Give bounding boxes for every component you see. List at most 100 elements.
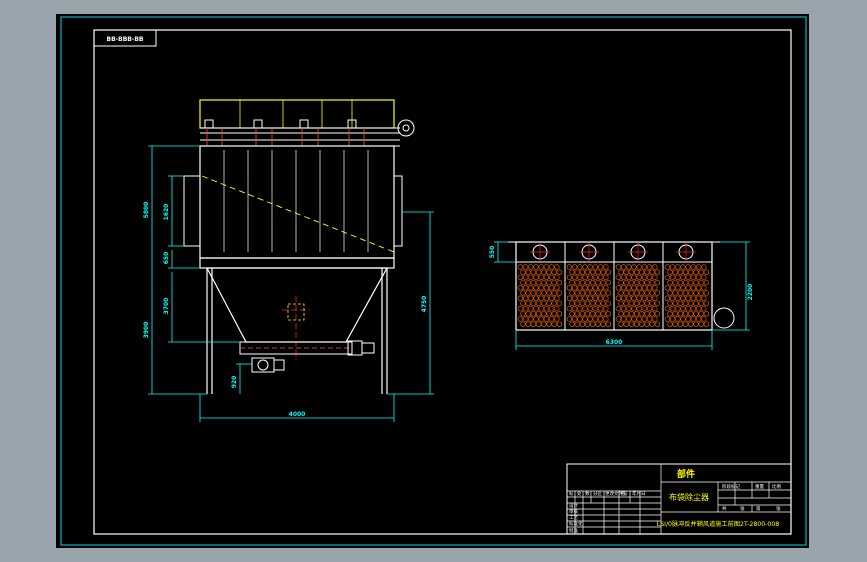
dim-inlet-height: 1620 bbox=[163, 204, 170, 221]
filter-bag bbox=[618, 279, 624, 286]
filter-bag bbox=[597, 274, 604, 281]
filter-bag bbox=[669, 285, 676, 291]
filter-bag bbox=[688, 279, 694, 286]
filter-bag bbox=[566, 274, 573, 281]
filter-bag bbox=[698, 300, 704, 307]
filter-bag bbox=[525, 311, 531, 317]
right-top-label-2: 比例 bbox=[772, 483, 781, 490]
filter-bag bbox=[528, 264, 534, 270]
filter-bag bbox=[600, 269, 606, 275]
filter-bag bbox=[546, 290, 552, 296]
inner-frame bbox=[93, 29, 792, 535]
filter-bag bbox=[554, 316, 560, 322]
filter-bag bbox=[554, 305, 560, 312]
filter-bag bbox=[584, 279, 591, 286]
filter-bag bbox=[695, 274, 702, 281]
filter-bag bbox=[520, 290, 526, 296]
col-header-4: 更改文件号 bbox=[605, 490, 628, 497]
filter-bag bbox=[600, 279, 606, 286]
filter-bag bbox=[703, 321, 710, 327]
filter-bag bbox=[695, 305, 702, 312]
fan-motor bbox=[397, 119, 415, 137]
filter-bag bbox=[646, 295, 653, 301]
filter-bag bbox=[618, 290, 624, 296]
dim-total-height: 5800 bbox=[143, 202, 150, 219]
filter-bag bbox=[672, 311, 678, 317]
right-top-label-0: 阶段标记 bbox=[722, 483, 740, 490]
dim-side-right-height: 2200 bbox=[747, 284, 754, 301]
filter-bag bbox=[597, 316, 604, 322]
filter-bag bbox=[646, 316, 653, 322]
filter-bag bbox=[682, 279, 689, 286]
filter-bag bbox=[672, 279, 678, 286]
filter-bag bbox=[695, 316, 702, 322]
filter-bag bbox=[517, 274, 524, 281]
filter-bag bbox=[631, 305, 637, 312]
filter-bag bbox=[620, 316, 627, 322]
filter-bag bbox=[533, 274, 539, 281]
filter-bag bbox=[690, 295, 697, 301]
row-label-3: 标准化 bbox=[569, 520, 583, 527]
filter-bag bbox=[685, 295, 691, 301]
filter-bag bbox=[571, 274, 578, 281]
part-title: 部件 bbox=[677, 468, 695, 480]
filter-bag bbox=[605, 321, 612, 327]
filter-bag bbox=[538, 274, 544, 281]
filter-bag bbox=[597, 295, 604, 301]
filter-bag bbox=[654, 321, 661, 327]
filter-bag bbox=[533, 316, 539, 322]
filter-bag bbox=[623, 300, 629, 307]
filter-bag bbox=[641, 274, 648, 281]
filter-bag bbox=[543, 316, 550, 322]
filter-bag bbox=[587, 295, 593, 301]
filter-bag bbox=[533, 305, 539, 312]
filter-bag bbox=[517, 305, 524, 312]
filter-bag bbox=[574, 311, 580, 317]
filter-bag bbox=[554, 285, 560, 291]
filter-bag bbox=[554, 264, 560, 270]
filter-bag bbox=[633, 300, 640, 307]
filter-bag bbox=[636, 295, 642, 301]
filter-bag bbox=[677, 311, 684, 317]
right-top-label-1: 重量 bbox=[755, 483, 764, 490]
filter-bag bbox=[644, 300, 650, 307]
dim-hopper-height: 3700 bbox=[163, 298, 170, 315]
filter-bag bbox=[592, 285, 599, 291]
filter-bag bbox=[649, 321, 655, 327]
filter-bag bbox=[556, 311, 563, 317]
filter-bag bbox=[556, 321, 563, 327]
filter-bag bbox=[701, 264, 707, 270]
filter-bag bbox=[626, 305, 632, 312]
filter-bag bbox=[548, 295, 555, 301]
filter-bag bbox=[615, 305, 622, 312]
filter-bag bbox=[543, 285, 550, 291]
filter-bag bbox=[522, 316, 529, 322]
filter-bag bbox=[551, 290, 557, 296]
filter-bag bbox=[615, 316, 622, 322]
filter-bag bbox=[579, 269, 586, 275]
filter-bag bbox=[582, 316, 588, 322]
filter-bag bbox=[556, 269, 563, 275]
filter-bag bbox=[600, 290, 606, 296]
filter-bag bbox=[595, 300, 601, 307]
filter-bag bbox=[631, 285, 637, 291]
filter-bag bbox=[597, 285, 604, 291]
filter-bag bbox=[543, 305, 550, 312]
filter-bag bbox=[556, 279, 563, 286]
filter-bag bbox=[592, 264, 599, 270]
filter-bag bbox=[546, 300, 552, 307]
filter-bag bbox=[584, 321, 591, 327]
filter-bag bbox=[525, 279, 531, 286]
filter-bag bbox=[649, 290, 655, 296]
right-bottom-label-2: 第 bbox=[756, 505, 761, 512]
filter-bag bbox=[677, 321, 684, 327]
filter-bag bbox=[641, 295, 648, 301]
filter-bag bbox=[530, 300, 537, 307]
filter-bag bbox=[703, 311, 710, 317]
filter-bag bbox=[605, 269, 612, 275]
filter-bag bbox=[654, 290, 661, 296]
filter-bag bbox=[548, 264, 555, 270]
filter-bag bbox=[618, 300, 624, 307]
filter-bag bbox=[530, 269, 537, 275]
